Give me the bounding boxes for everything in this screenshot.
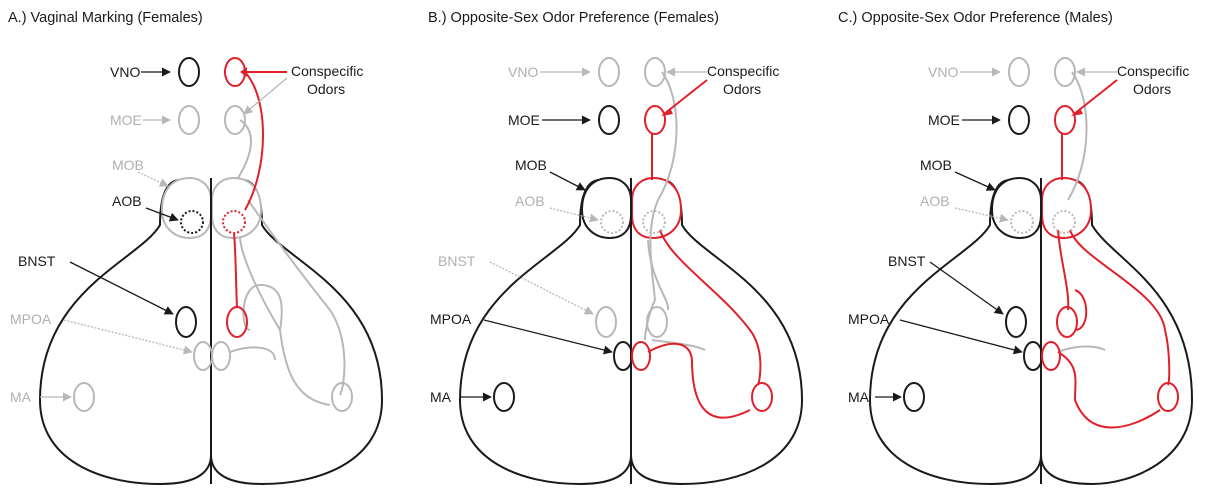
svg-text:MOE: MOE: [928, 112, 960, 128]
svg-text:BNST: BNST: [438, 253, 476, 269]
ma-left: [73, 382, 95, 412]
svg-text:Odors: Odors: [1133, 81, 1171, 97]
svg-text:AOB: AOB: [920, 193, 950, 209]
aob-left: [180, 210, 204, 234]
label-mob: MOB: [112, 157, 144, 173]
mpoa-right: [211, 341, 231, 371]
mpoa-left: [193, 341, 213, 371]
label-ma: MA: [10, 389, 32, 405]
mob-right: [631, 176, 683, 240]
panel-title: A.) Vaginal Marking (Females): [8, 10, 203, 26]
label-vno: VNO: [110, 64, 140, 80]
mob-left: [160, 176, 212, 240]
svg-text:MPOA: MPOA: [430, 311, 472, 327]
panel-title: C.) Opposite-Sex Odor Preference (Males): [838, 10, 1113, 26]
svg-text:MOE: MOE: [508, 112, 540, 128]
svg-text:MPOA: MPOA: [848, 311, 890, 327]
brain-diagram: VNO MOE MOB AOB BNST MPOA MA Conspecific…: [430, 57, 804, 486]
svg-text:Conspecific: Conspecific: [707, 63, 779, 79]
bnst-left: [175, 306, 197, 338]
svg-text:MOB: MOB: [515, 157, 547, 173]
svg-text:MA: MA: [430, 389, 452, 405]
label-odors-1: Conspecific: [291, 63, 363, 79]
panel-a: A.) Vaginal Marking (Females): [0, 0, 405, 491]
label-aob: AOB: [112, 193, 142, 209]
label-moe: MOE: [110, 112, 142, 128]
label-odors-2: Odors: [307, 81, 345, 97]
label-mpoa: MPOA: [10, 311, 52, 327]
label-bnst: BNST: [18, 253, 56, 269]
svg-text:Conspecific: Conspecific: [1117, 63, 1189, 79]
brain-diagram: VNO MOE MOB AOB BNST MPOA MA Conspecific…: [848, 57, 1194, 486]
svg-text:Odors: Odors: [723, 81, 761, 97]
vno-left: [178, 57, 200, 87]
svg-text:AOB: AOB: [515, 193, 545, 209]
brain-diagram: VNO MOE MOB AOB BNST MPOA MA Conspecific…: [10, 57, 384, 486]
moe-right: [224, 105, 246, 135]
svg-text:VNO: VNO: [928, 64, 958, 80]
panel-title: B.) Opposite-Sex Odor Preference (Female…: [428, 10, 719, 26]
moe-left: [178, 105, 200, 135]
panel-c: C.) Opposite-Sex Odor Preference (Males): [830, 0, 1217, 491]
mob-left: [580, 176, 632, 240]
svg-text:VNO: VNO: [508, 64, 538, 80]
svg-text:MA: MA: [848, 389, 870, 405]
ma-right: [331, 382, 353, 412]
svg-text:BNST: BNST: [888, 253, 926, 269]
mob-right: [211, 176, 263, 240]
svg-text:MOB: MOB: [920, 157, 952, 173]
panel-b: B.) Opposite-Sex Odor Preference (Female…: [420, 0, 825, 491]
